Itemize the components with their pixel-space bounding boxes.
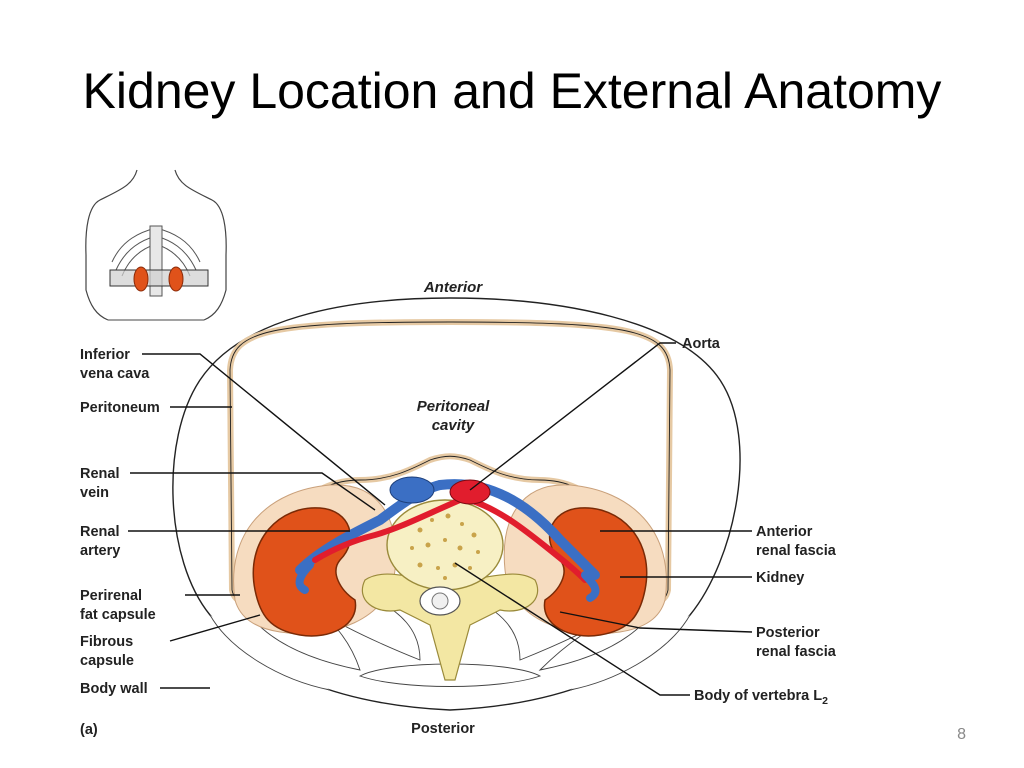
page-number: 8 [957, 726, 966, 743]
label-body-of-vertebra: Body of vertebra L2 [694, 688, 828, 707]
right-renal-pelvis [581, 571, 600, 602]
anterior-label: Anterior [423, 279, 484, 296]
spinal-cord [431, 592, 449, 610]
label-perirenal-fat-l2: fat capsule [80, 607, 156, 623]
label-perirenal-fat-l1: Perirenal [80, 588, 142, 604]
label-renal-artery-l2: artery [80, 543, 120, 559]
label-inferior-vena-cava-l1: Inferior [80, 347, 130, 363]
label-peritoneum: Peritoneum [80, 400, 160, 416]
left-renal-pelvis [295, 561, 314, 594]
peritoneal-cavity-label-line2: cavity [432, 417, 475, 434]
label-posterior-renal-fascia-l2: renal fascia [756, 644, 837, 660]
inferior-vena-cava [389, 476, 435, 504]
torso-inset [85, 169, 227, 321]
label-fibrous-capsule-l1: Fibrous [80, 634, 133, 650]
label-kidney: Kidney [756, 570, 804, 586]
label-body-wall: Body wall [80, 681, 148, 697]
inset-right-kidney [168, 266, 184, 292]
label-aorta: Aorta [682, 336, 721, 352]
label-renal-vein-l1: Renal [80, 466, 120, 482]
vertebral-body-texture [410, 513, 480, 580]
label-inferior-vena-cava-l2: vena cava [80, 366, 150, 382]
label-body-of-vertebra-text: Body of vertebra L [694, 688, 822, 704]
panel-label: (a) [80, 722, 98, 738]
label-posterior-renal-fascia-l1: Posterior [756, 625, 820, 641]
label-renal-artery-l1: Renal [80, 524, 120, 540]
inset-left-kidney [133, 266, 149, 292]
renal-arteries [312, 479, 588, 583]
label-fibrous-capsule-l2: capsule [80, 653, 134, 669]
label-body-of-vertebra-subscript: 2 [822, 695, 828, 707]
peritoneal-cavity-label-line1: Peritoneal [417, 398, 490, 415]
label-anterior-renal-fascia-l1: Anterior [756, 524, 813, 540]
leader-lines [128, 342, 753, 696]
slide-title: Kidney Location and External Anatomy [82, 63, 942, 119]
inset-section-plane [109, 269, 209, 287]
label-renal-vein-l2: vein [80, 485, 109, 501]
label-anterior-renal-fascia-l2: renal fascia [756, 543, 837, 559]
posterior-label: Posterior [411, 721, 475, 737]
aorta [449, 479, 491, 505]
